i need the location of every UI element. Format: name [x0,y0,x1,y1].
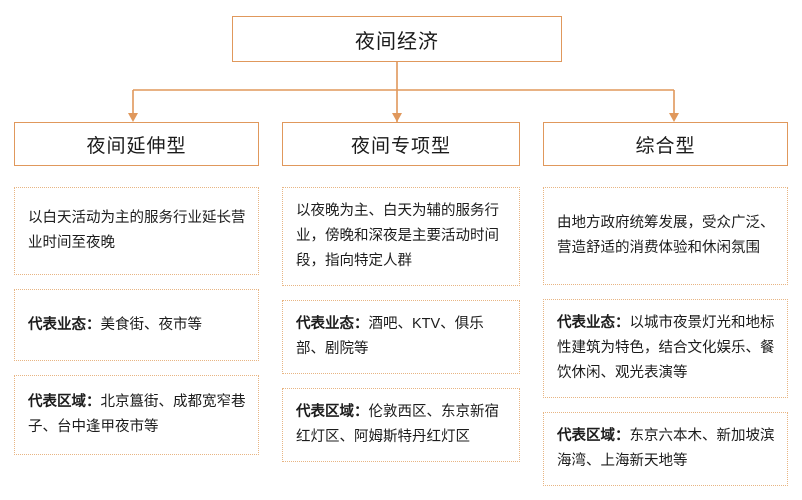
detail-box-areas[interactable]: 代表区域：伦敦西区、东京新宿红灯区、阿姆斯特丹红灯区 [282,388,520,462]
detail-body: 伦敦西区、东京新宿红灯区、阿姆斯特丹红灯区 [296,404,499,445]
detail-text: 代表业态：以城市夜景灯光和地标性建筑为特色，结合文化娱乐、餐饮休闲、观光表演等 [557,311,775,386]
detail-text: 代表区域：北京簋街、成都宽窄巷子、台中逢甲夜市等 [28,390,246,440]
detail-body: 以夜晚为主、白天为辅的服务行业，傍晚和深夜是主要活动时间段，指向特定人群 [296,203,499,269]
detail-body: 以白天活动为主的服务行业延长营业时间至夜晚 [28,210,246,251]
branch-columns: 夜间延伸型 以白天活动为主的服务行业延长营业时间至夜晚 代表业态：美食街、夜市等… [0,122,802,500]
category-box-night-specialized[interactable]: 夜间专项型 [282,122,520,166]
detail-body: 以城市夜景灯光和地标性建筑为特色，结合文化娱乐、餐饮休闲、观光表演等 [557,315,775,381]
category-label-comprehensive: 综合型 [635,135,696,157]
detail-text: 代表业态：美食街、夜市等 [28,313,202,338]
root-node-night-economy[interactable]: 夜间经济 [232,16,562,62]
detail-text: 代表区域：东京六本木、新加坡滨海湾、上海新天地等 [557,424,775,474]
detail-box-formats[interactable]: 代表业态：美食街、夜市等 [14,289,259,361]
detail-box-definition[interactable]: 以夜晚为主、白天为辅的服务行业，傍晚和深夜是主要活动时间段，指向特定人群 [282,187,520,286]
category-box-night-extension[interactable]: 夜间延伸型 [14,122,259,166]
detail-lead: 代表区域： [28,394,101,410]
category-label-night-extension: 夜间延伸型 [86,135,187,157]
category-box-comprehensive[interactable]: 综合型 [543,122,788,166]
arrowhead-left-icon [128,113,138,122]
detail-box-definition[interactable]: 由地方政府统筹发展，受众广泛、营造舒适的消费体验和休闲氛围 [543,187,788,285]
detail-box-formats[interactable]: 代表业态：酒吧、KTV、俱乐部、剧院等 [282,300,520,374]
root-node-label: 夜间经济 [355,30,439,53]
detail-box-areas[interactable]: 代表区域：东京六本木、新加坡滨海湾、上海新天地等 [543,412,788,486]
detail-lead: 代表区域： [296,404,369,420]
branch-column-comprehensive: 综合型 由地方政府统筹发展，受众广泛、营造舒适的消费体验和休闲氛围 代表业态：以… [543,122,788,500]
detail-body: 由地方政府统筹发展，受众广泛、营造舒适的消费体验和休闲氛围 [557,215,775,256]
detail-text: 代表业态：酒吧、KTV、俱乐部、剧院等 [296,312,507,362]
detail-lead: 代表区域： [557,428,630,444]
detail-box-areas[interactable]: 代表区域：北京簋街、成都宽窄巷子、台中逢甲夜市等 [14,375,259,455]
detail-text: 以白天活动为主的服务行业延长营业时间至夜晚 [28,206,246,256]
branch-column-night-extension: 夜间延伸型 以白天活动为主的服务行业延长营业时间至夜晚 代表业态：美食街、夜市等… [14,122,259,500]
detail-body: 酒吧、KTV、俱乐部、剧院等 [296,316,484,357]
detail-text: 由地方政府统筹发展，受众广泛、营造舒适的消费体验和休闲氛围 [557,211,775,261]
detail-lead: 代表业态： [296,316,369,332]
branch-column-night-specialized: 夜间专项型 以夜晚为主、白天为辅的服务行业，傍晚和深夜是主要活动时间段，指向特定… [282,122,520,500]
detail-box-formats[interactable]: 代表业态：以城市夜景灯光和地标性建筑为特色，结合文化娱乐、餐饮休闲、观光表演等 [543,299,788,398]
detail-body: 美食街、夜市等 [100,316,203,333]
detail-lead: 代表业态： [557,315,630,331]
detail-body: 东京六本木、新加坡滨海湾、上海新天地等 [557,428,775,469]
arrowhead-right-icon [669,113,679,122]
detail-box-definition[interactable]: 以白天活动为主的服务行业延长营业时间至夜晚 [14,187,259,275]
detail-text: 代表区域：伦敦西区、东京新宿红灯区、阿姆斯特丹红灯区 [296,400,507,450]
arrowhead-center-icon [392,113,402,122]
detail-text: 以夜晚为主、白天为辅的服务行业，傍晚和深夜是主要活动时间段，指向特定人群 [296,199,507,274]
detail-body: 北京簋街、成都宽窄巷子、台中逢甲夜市等 [28,394,246,435]
detail-lead: 代表业态： [28,316,101,333]
category-label-night-specialized: 夜间专项型 [350,135,451,157]
connector-arrowheads [128,113,679,122]
